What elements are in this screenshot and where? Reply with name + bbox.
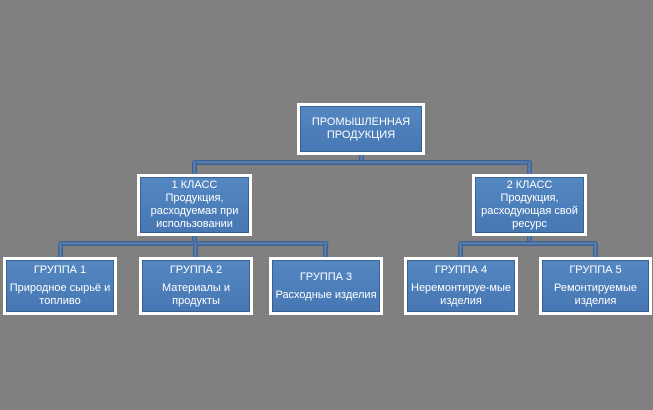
node-group-4[interactable]: ГРУППА 4 Неремонтируе-мые изделия bbox=[404, 257, 518, 315]
node-class-1[interactable]: 1 КЛАСС Продукция, расходуемая при испол… bbox=[137, 174, 252, 236]
connector-tier2-right-horizontal bbox=[458, 241, 598, 246]
connector-to-group4 bbox=[458, 243, 463, 258]
node-body: Ремонтируемые изделия bbox=[554, 282, 637, 307]
node-body: Неремонтируе-мые изделия bbox=[411, 282, 511, 307]
connector-to-group5 bbox=[593, 243, 598, 258]
node-title: ГРУППА 2 bbox=[169, 264, 223, 277]
node-title: 2 КЛАСС bbox=[506, 179, 553, 192]
node-body: Продукция, расходуемая при использовании bbox=[150, 192, 239, 230]
connector-to-class1 bbox=[192, 162, 197, 176]
node-group-3[interactable]: ГРУППА 3 Расходные изделия bbox=[269, 257, 383, 315]
node-title: ГРУППА 4 bbox=[434, 264, 488, 277]
connector-class1-stub bbox=[192, 236, 197, 245]
node-industrial-production[interactable]: ПРОМЫШЛЕННАЯ ПРОДУКЦИЯ bbox=[297, 103, 425, 155]
connector-to-group2 bbox=[193, 243, 198, 258]
node-body: Продукция, расходующая свой ресурс bbox=[481, 192, 578, 230]
connector-to-group3 bbox=[323, 243, 328, 258]
connector-root-stub bbox=[359, 154, 364, 164]
node-body: Материалы и продукты bbox=[161, 282, 231, 307]
node-group-2[interactable]: ГРУППА 2 Материалы и продукты bbox=[139, 257, 253, 315]
connector-to-class2 bbox=[527, 162, 532, 176]
node-title: ГРУППА 5 bbox=[569, 264, 622, 277]
node-body: Природное сырьё и топливо bbox=[9, 282, 111, 307]
node-group-5[interactable]: ГРУППА 5 Ремонтируемые изделия bbox=[539, 257, 652, 315]
connector-to-group1 bbox=[58, 243, 63, 258]
node-body: Расходные изделия bbox=[275, 288, 377, 301]
node-title: 1 КЛАСС bbox=[171, 179, 218, 192]
node-group-1[interactable]: ГРУППА 1 Природное сырьё и топливо bbox=[3, 257, 117, 315]
node-title: ГРУППА 1 bbox=[33, 264, 87, 277]
connector-class2-stub bbox=[527, 236, 532, 245]
node-title: ГРУППА 3 bbox=[299, 270, 353, 283]
node-class-2[interactable]: 2 КЛАСС Продукция, расходующая свой ресу… bbox=[472, 174, 587, 236]
node-label: ПРОМЫШЛЕННАЯ ПРОДУКЦИЯ bbox=[311, 116, 411, 141]
connector-tier1-horizontal bbox=[192, 160, 532, 165]
